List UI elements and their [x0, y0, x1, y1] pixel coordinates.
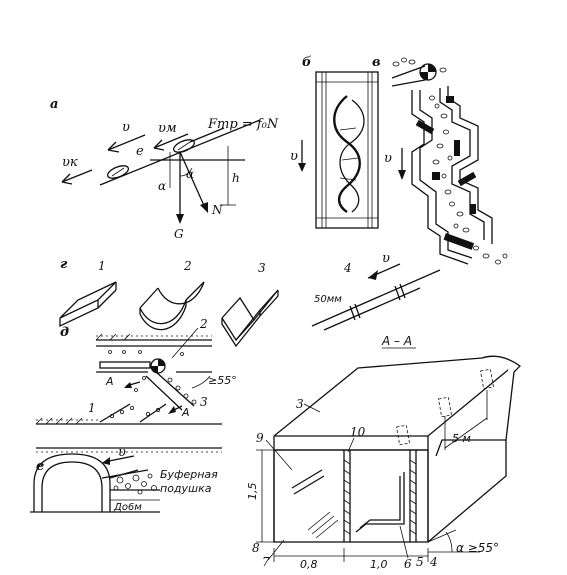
dim-5m: 5 м: [452, 432, 471, 445]
callout-9: 9: [256, 431, 264, 445]
buffer-line-1: Буферная: [160, 468, 218, 481]
label-dist: До6м: [113, 502, 142, 513]
callout-10: 10: [350, 425, 366, 439]
chute-outer-wall: [419, 90, 473, 259]
panel-a-letter: а: [50, 97, 58, 112]
panel-v-v: υ: [384, 151, 392, 166]
panel-b-spiral-chute: б υ: [290, 55, 379, 229]
label-N: N: [211, 203, 223, 217]
label-1: 1: [88, 401, 96, 415]
panel-b-letter: б: [302, 55, 312, 70]
callout-6: 6: [404, 557, 412, 571]
shaft-outline: [315, 71, 379, 229]
normal-vector: [179, 151, 207, 211]
label-2: 2: [199, 317, 208, 331]
panel-g-letter: г: [60, 257, 68, 272]
section-title: А – А: [381, 334, 412, 348]
panel-b-v: υ: [290, 149, 298, 164]
label-G: G: [174, 227, 184, 241]
conveyor-belt: [99, 361, 151, 369]
label-h: h: [232, 171, 240, 185]
baffle: [415, 119, 435, 135]
panel-g-chute-profiles: г 1 2 3 4 υ 50мм: [59, 251, 441, 348]
label-ftr: Fтр = f₀N: [207, 117, 279, 132]
inclined-chute: [145, 375, 183, 411]
label-vm: υм: [158, 121, 177, 136]
tunnel-arch: [41, 461, 103, 512]
panel-a-force-diagram: а υ e υм υк Fтр = f₀N G N: [50, 97, 279, 241]
label-angle: ≥55°: [208, 374, 237, 387]
internal-chute: [359, 476, 401, 529]
profile-2-label: 2: [183, 259, 192, 273]
profile-4-label: 4: [343, 261, 352, 275]
label-A-lower: A: [181, 406, 190, 419]
panel-e-v: υ: [118, 445, 126, 460]
panel-d-letter: д: [60, 325, 69, 340]
profile-v-trough: [221, 309, 261, 342]
buffer-line-2: подушка: [160, 482, 212, 495]
profile-3-label: 3: [258, 261, 266, 275]
label-alpha: α: [158, 179, 166, 193]
panel-g-v: υ: [382, 251, 390, 266]
panel-v-letter: в: [372, 55, 381, 70]
particle-ellipse-lower: [106, 165, 130, 179]
rock-mass-outline: [273, 355, 522, 457]
label-alpha-2: α: [186, 167, 194, 181]
callout-7: 7: [262, 555, 270, 569]
panel-e-buffer-cushion: е υ Буферная подушка До6м: [30, 445, 218, 513]
dim-height: 1,5: [246, 483, 259, 501]
panel-v-zigzag-chute: в: [372, 55, 508, 265]
spiral-path: [333, 95, 361, 213]
profile-half-pipe: [139, 299, 187, 325]
dim-width-2: 1,0: [370, 558, 388, 571]
label-e: e: [136, 144, 144, 159]
callout-8: 8: [252, 541, 260, 555]
label-A-upper: A: [105, 375, 114, 388]
front-face: [273, 449, 429, 543]
profile-1-label: 1: [98, 259, 106, 273]
callout-5: 5: [416, 555, 424, 569]
rail-line: [311, 269, 441, 327]
panel-d-bypass-chute: д A 2 3 ≥55°: [35, 317, 237, 453]
callout-4: 4: [429, 555, 438, 569]
dim-50mm: 50мм: [314, 294, 342, 305]
rock-particles: [392, 57, 508, 265]
label-v: υ: [122, 120, 130, 135]
label-3: 3: [200, 395, 208, 409]
chute-inner-wall: [439, 88, 485, 240]
section-a-a: А – А 5 м: [246, 334, 522, 571]
label-vk: υк: [62, 155, 78, 170]
buffer-rocks: [113, 473, 157, 495]
label-alpha-section: α ≥55°: [456, 541, 499, 555]
panel-e-letter: е: [36, 459, 44, 474]
dim-width-1: 0,8: [300, 558, 318, 571]
callout-3: 3: [296, 397, 304, 411]
particle-ellipse-upper: [172, 139, 196, 153]
